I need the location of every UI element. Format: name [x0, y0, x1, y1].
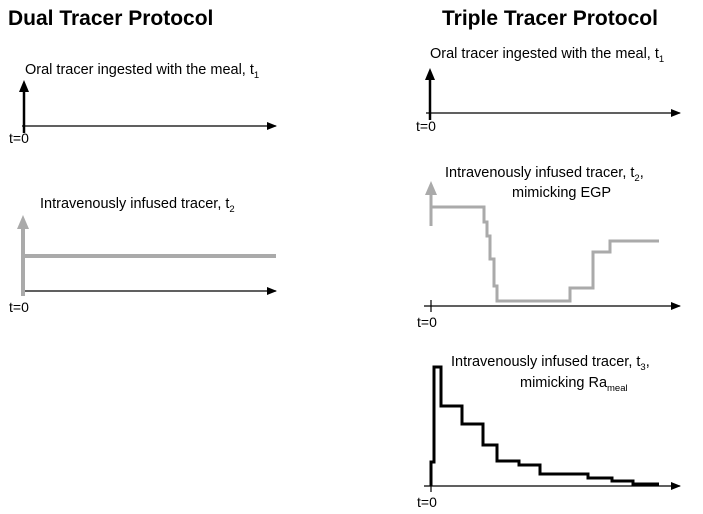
triple-oral-tracer-label: Oral tracer ingested with the meal, t1 — [430, 46, 664, 65]
triple-egp-tracer-label-line2: mimicking EGP — [512, 185, 611, 201]
triple-oral-origin-label: t=0 — [416, 118, 436, 134]
triple-ra-tracer-label-line1: Intravenously infused tracer, t3, — [451, 354, 650, 373]
triple-ra-infusion-trace — [429, 365, 659, 486]
dual-oral-tracer-panel: Oral tracer ingested with the meal, t1 t… — [9, 62, 277, 146]
triple-egp-tracer-panel: Intravenously infused tracer, t2, mimick… — [417, 165, 681, 330]
triple-ra-origin-label: t=0 — [417, 494, 437, 510]
triple-ra-tracer-label-line2: mimicking Rameal — [520, 375, 628, 394]
dual-iv-tracer-label: Intravenously infused tracer, t2 — [40, 196, 235, 215]
dual-iv-origin-label: t=0 — [9, 299, 29, 315]
dual-tracer-title: Dual Tracer Protocol — [8, 7, 213, 30]
triple-oral-tracer-panel: Oral tracer ingested with the meal, t1 t… — [416, 46, 681, 134]
dual-oral-origin-label: t=0 — [9, 130, 29, 146]
triple-tracer-title: Triple Tracer Protocol — [442, 7, 658, 30]
dual-oral-tracer-label: Oral tracer ingested with the meal, t1 — [25, 62, 259, 81]
triple-egp-tracer-label-line1: Intravenously infused tracer, t2, — [445, 165, 644, 184]
triple-egp-origin-label: t=0 — [417, 314, 437, 330]
triple-egp-infusion-trace — [431, 205, 659, 303]
dual-iv-tracer-panel: Intravenously infused tracer, t2 t=0 — [9, 196, 277, 315]
triple-ra-tracer-panel: Intravenously infused tracer, t3, mimick… — [417, 354, 681, 510]
